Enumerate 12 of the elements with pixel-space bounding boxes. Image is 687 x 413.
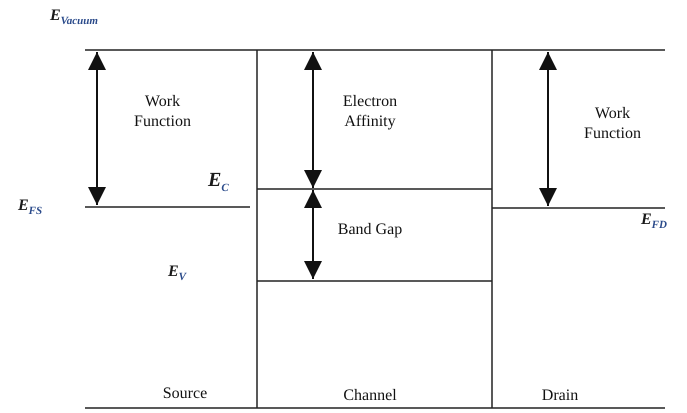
region-label: Channel bbox=[342, 386, 398, 406]
energy-level-symbol: E$_{FD}$ bbox=[641, 210, 667, 233]
energy-level-symbol: E$_{Vacuum}$ bbox=[50, 6, 98, 29]
region-label: Source bbox=[162, 384, 208, 404]
region-label: Band Gap bbox=[336, 220, 404, 240]
region-label: Drain bbox=[540, 386, 580, 406]
energy-level-symbol: E$_{C}$ bbox=[208, 168, 229, 196]
region-label: Work Function bbox=[133, 92, 192, 132]
energy-level-symbol: E$_{FS}$ bbox=[18, 196, 42, 219]
region-label: Electron Affinity bbox=[342, 92, 398, 132]
energy-level-symbol: E$_{V}$ bbox=[168, 262, 186, 285]
region-label: Work Function bbox=[583, 104, 642, 144]
